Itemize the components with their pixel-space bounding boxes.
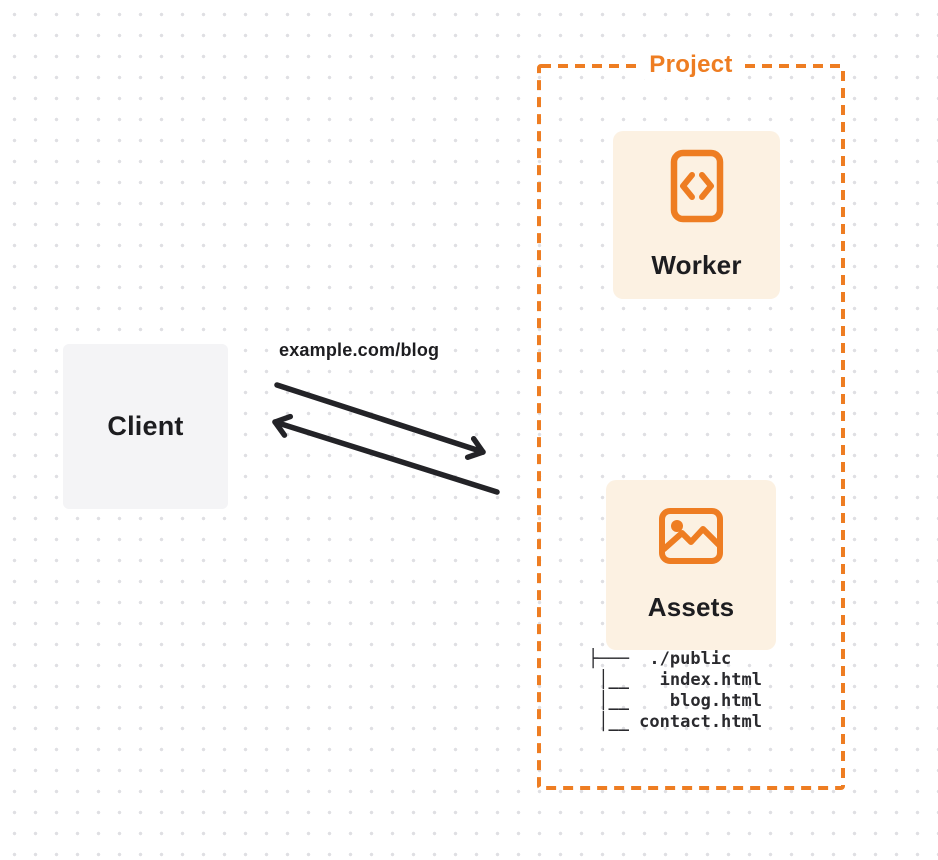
file-tree-line-index: │__ index.html: [588, 670, 762, 690]
file-tree-line-blog: │__ blog.html: [588, 691, 762, 711]
assets-card: Assets: [606, 480, 776, 650]
client-label: Client: [107, 411, 184, 441]
response-arrow: [272, 413, 500, 495]
request-url-label: example.com/blog: [279, 340, 440, 360]
assets-label: Assets: [647, 592, 735, 622]
file-tree-line-public: ├─── ./public: [588, 649, 732, 669]
assets-file-tree: ├─── ./public │__ index.html │__ blog.ht…: [588, 649, 762, 733]
image-icon: [659, 508, 723, 564]
code-file-icon: [670, 149, 723, 223]
worker-label: Worker: [651, 250, 742, 280]
project-label: Project: [641, 51, 741, 79]
file-tree-line-contact: │__ contact.html: [588, 712, 762, 732]
client-box: Client: [63, 344, 228, 509]
project-label-row: Project: [539, 51, 843, 79]
request-arrow: [274, 382, 486, 460]
worker-card: Worker: [613, 131, 780, 299]
